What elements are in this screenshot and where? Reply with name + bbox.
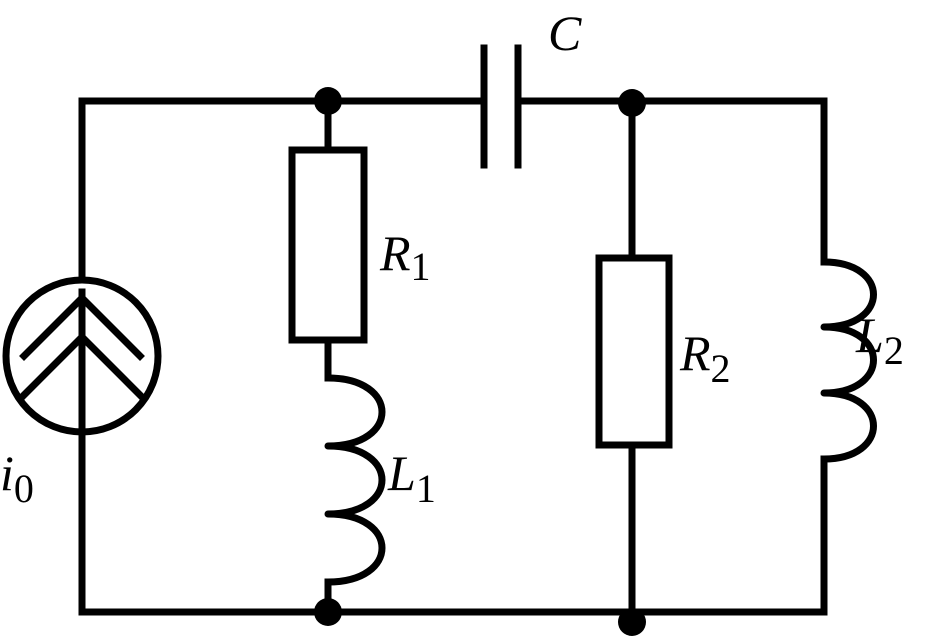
branch-r1-l1 <box>288 97 386 616</box>
junction-nodes <box>314 87 646 636</box>
l1-label: L1 <box>387 445 436 511</box>
branch-r2 <box>595 97 673 626</box>
source-label: i0 <box>0 445 34 511</box>
branch-l2 <box>820 97 877 616</box>
capacitor-label: C <box>548 5 582 61</box>
l2-label: L2 <box>855 307 904 373</box>
r1-label: R1 <box>379 225 431 289</box>
r2-label: R2 <box>679 325 731 391</box>
node-bottom-right <box>618 608 646 636</box>
node-bottom-left <box>314 598 342 626</box>
source-arrow-icon <box>19 288 145 436</box>
node-top-left <box>314 87 342 115</box>
inductor-l2 <box>820 258 877 463</box>
capacitor <box>480 44 522 169</box>
resistor-r1 <box>288 146 368 344</box>
node-top-right <box>618 89 646 117</box>
inductor-l1 <box>324 374 386 586</box>
resistor-r2 <box>595 254 673 449</box>
current-source <box>2 276 162 436</box>
